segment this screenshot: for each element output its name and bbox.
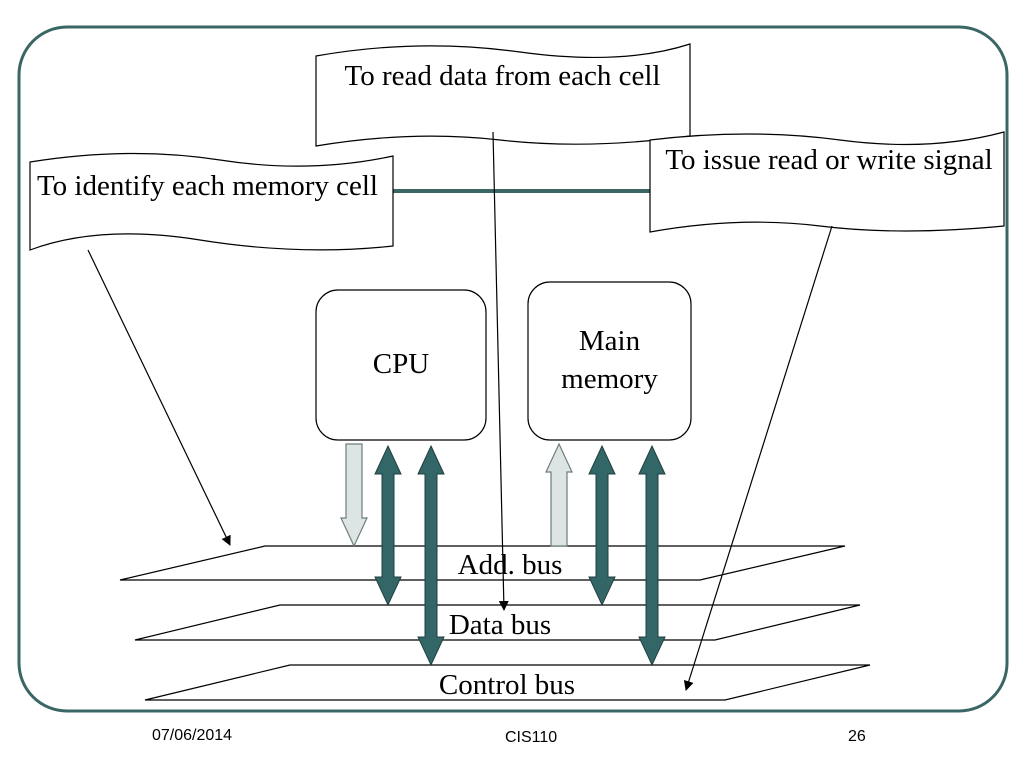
- issue-signal-callout-shape: [649, 131, 1005, 233]
- read-data-callout-shape: [315, 43, 691, 147]
- cpu-box: [315, 289, 487, 441]
- footer-page-number: 26: [848, 728, 866, 745]
- memory-data-arrow[interactable]: [588, 444, 616, 607]
- cpu-data-arrow[interactable]: [374, 444, 402, 607]
- data-bus-plane: [134, 604, 861, 641]
- address-bus-label: Add. bus: [457, 549, 563, 581]
- cpu-control-arrow[interactable]: [417, 444, 445, 667]
- footer-date: 07/06/2014: [152, 727, 233, 744]
- memory-address-arrow: [545, 442, 573, 547]
- memory-control-arrow[interactable]: [638, 444, 666, 667]
- issue-signal-callout-text: To issue read or write signal: [665, 144, 993, 176]
- read-data-pointer: [492, 131, 509, 611]
- issue-signal-pointer: [683, 225, 833, 691]
- main-memory-box: [527, 281, 692, 441]
- main-memory-label: Main memory: [561, 325, 658, 395]
- footer-course: CIS110: [505, 729, 558, 746]
- identify-cell-pointer: [87, 249, 231, 546]
- data-bus-label: Data bus: [448, 609, 552, 641]
- identify-cell-callout-text: To identify each memory cell: [36, 170, 378, 202]
- cpu-address-arrow: [340, 443, 368, 548]
- identify-cell-callout-shape: [29, 152, 394, 251]
- cpu-label: CPU: [372, 348, 430, 380]
- read-data-callout-text: To read data from each cell: [344, 60, 661, 92]
- control-bus-plane: [144, 664, 871, 701]
- slide-frame: [17, 25, 1009, 713]
- control-bus-label: Control bus: [438, 669, 576, 701]
